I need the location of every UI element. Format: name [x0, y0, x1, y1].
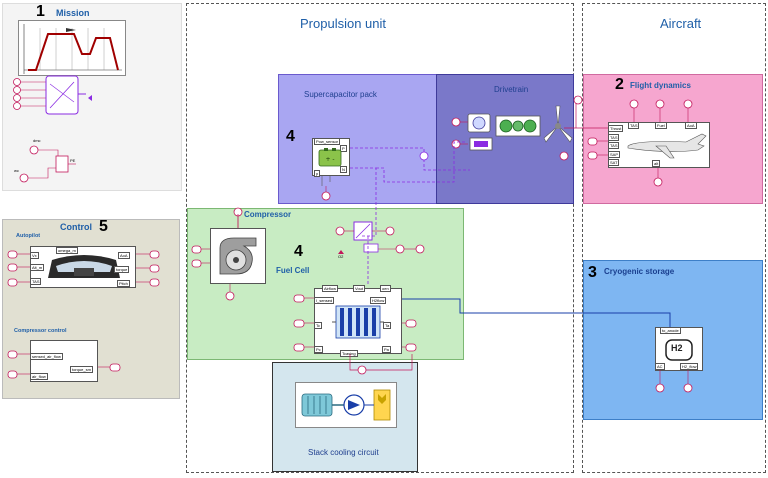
flight-port-top-aoa: AoA: [685, 122, 697, 129]
fuelcell-number: 4: [294, 243, 303, 260]
propulsion-unit-title: Propulsion unit: [300, 16, 386, 31]
dc-converter-icon[interactable]: [332, 218, 425, 260]
drivetrain-gearbox-icon[interactable]: [495, 114, 542, 138]
fuelcell-title: Fuel Cell: [276, 266, 310, 275]
cryo-tank-label: H2: [671, 343, 683, 353]
autopilot-label: Autopilot: [16, 233, 41, 239]
fuelcell-port-tc: Tc: [314, 322, 322, 329]
flight-port-thrust: Thrust: [608, 125, 624, 132]
compressor-control-label: Compressor control: [14, 328, 67, 334]
autopilot-port-torque: torque: [114, 266, 130, 273]
autopilot-port-vx: Vx: [30, 252, 39, 259]
mission-label-wc: wc: [14, 168, 19, 173]
drivetrain-propeller-icon[interactable]: [542, 104, 576, 148]
flight-number: 2: [615, 76, 624, 93]
supercap-number: 4: [286, 128, 295, 145]
cockpit-icon: [48, 255, 120, 278]
fuelcell-wires: [293, 294, 417, 352]
fuelcell-port-pa: Pa: [382, 346, 391, 353]
cooling-pump-icon: [301, 389, 391, 421]
mission-number: 1: [36, 3, 45, 20]
ccontrol-port-torque: torque_sm: [70, 366, 93, 373]
ccontrol-port-sensed: sensed_air_flow: [30, 353, 63, 360]
drivetrain-title: Drivetrain: [494, 85, 529, 94]
aircraft-icon: [627, 133, 707, 159]
flight-port-sap: SAP: [608, 151, 621, 158]
mission-profile-icon: [23, 24, 122, 74]
mission-label-pe: PE: [70, 158, 76, 163]
cryo-port-ac: AC: [655, 363, 665, 370]
supercap-port-p: P: [340, 145, 347, 152]
flight-port-tas2: TAS: [608, 142, 620, 149]
autopilot-port-pitch: Pitch: [117, 280, 130, 287]
supercap-outputs: [321, 176, 331, 201]
mission-signal-block: [13, 75, 86, 115]
ccontrol-wires: [7, 350, 121, 379]
control-number: 5: [99, 218, 108, 235]
supercap-panel: [278, 74, 438, 204]
mission-label-dmc: dmc: [33, 138, 41, 143]
flight-port-top-tas: TAS: [628, 122, 640, 129]
drivetrain-motor-icon[interactable]: [466, 112, 496, 158]
compressor-fan-icon: [219, 237, 257, 275]
supercap-port-powsensor: Pow_sensor: [314, 138, 341, 145]
flight-port-tas1: TAS: [608, 134, 620, 141]
flight-port-alt: alt: [652, 160, 661, 167]
fuelcell-port-tcasing: Tcasing: [340, 350, 358, 357]
fuelcell-port-airflow: Airflow: [322, 285, 339, 292]
cryo-port-anode: to_anode: [660, 327, 681, 334]
aircraft-frame: [582, 3, 766, 473]
fuelcell-port-pc: Pc: [314, 346, 323, 353]
hydrogen-tank-icon: [665, 339, 693, 361]
autopilot-port-omega: omega_m: [56, 247, 78, 254]
drivetrain-panel: [436, 74, 574, 204]
flight-sensors: [587, 99, 693, 187]
propulsion-unit-frame: [186, 3, 574, 473]
fuelcell-port-oen: oen: [380, 285, 391, 292]
mission-sensor-block: [19, 145, 76, 183]
fuelcell-port-vout: Vout: [353, 285, 366, 292]
fuelcell-port-isensed: I_sensed: [314, 297, 335, 304]
supercapacitor-icon: + -: [318, 148, 342, 167]
autopilot-port-tas: TAS: [30, 278, 42, 285]
supercap-port-pp: p: [314, 170, 321, 177]
cryo-sensors: [655, 370, 693, 393]
cryo-title: Cryogenic storage: [604, 267, 675, 276]
autopilot-port-alt: Alt_m: [30, 264, 45, 271]
supercap-port-n: N: [340, 166, 347, 173]
flight-port-top-fuel: Fuel: [655, 122, 667, 129]
cryo-port-h2flow: H2_flow: [680, 363, 699, 370]
flight-port-sat: SAT: [608, 159, 620, 166]
fuelcell-port-h2flow: H2flow: [370, 297, 387, 304]
compressor-title: Compressor: [244, 210, 292, 219]
cryo-number: 3: [588, 264, 597, 281]
autopilot-wires: [7, 250, 160, 287]
aircraft-title: Aircraft: [660, 16, 702, 31]
ccontrol-port-airflow: air_flow: [30, 373, 48, 380]
autopilot-port-aoa: AoA: [118, 252, 130, 259]
svg-text:+ -: + -: [325, 156, 334, 163]
control-title: Control: [60, 222, 92, 232]
mission-title: Mission: [56, 8, 90, 18]
fuelcell-o2-label: O2: [338, 254, 344, 259]
supercap-title: Supercapacitor pack: [304, 90, 377, 99]
fuelcell-stack-icon: [332, 305, 384, 339]
fuelcell-port-ta: Ta: [383, 322, 392, 329]
cooling-title: Stack cooling circuit: [308, 448, 379, 457]
flight-title: Flight dynamics: [630, 81, 691, 90]
